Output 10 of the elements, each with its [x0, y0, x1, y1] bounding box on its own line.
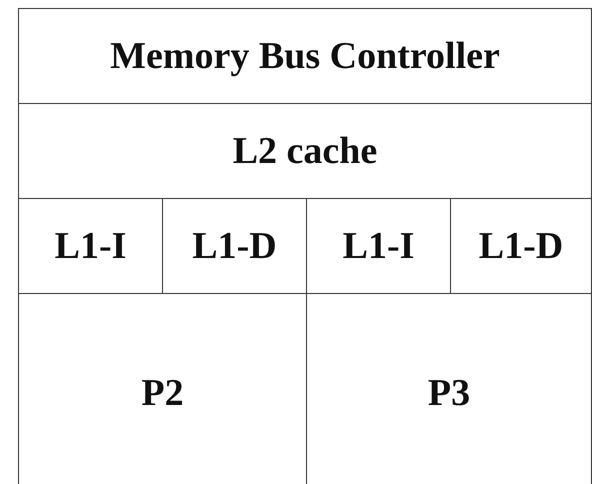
component-label: P3 [428, 371, 470, 415]
component-label: L2 cache [232, 129, 378, 173]
component-label: P2 [141, 371, 184, 415]
component-label: L1-I [54, 224, 126, 268]
component-label: Memory Bus Controller [110, 34, 500, 78]
component-block [18, 103, 592, 199]
component-block [18, 8, 592, 104]
component-label: L1-D [192, 224, 277, 268]
component-label: L1-I [342, 224, 414, 268]
component-label: L1-D [478, 224, 564, 268]
